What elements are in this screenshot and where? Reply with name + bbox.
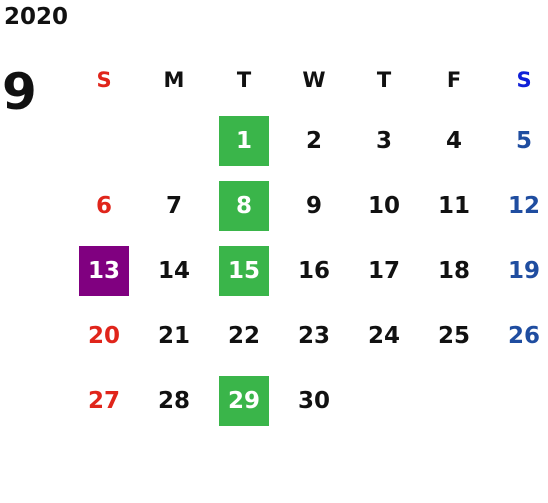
day-cell: 28 [139, 368, 209, 433]
empty-day-cell [139, 108, 209, 173]
day-cell: 6 [69, 173, 139, 238]
day-number: 13 [79, 245, 129, 296]
day-number: 30 [297, 387, 330, 414]
day-cell: 15 [209, 238, 279, 303]
day-cell: 10 [349, 173, 419, 238]
weekday-header: F [446, 68, 462, 92]
day-cell: 30 [279, 368, 349, 433]
day-cell: 27 [69, 368, 139, 433]
day-number: 27 [87, 387, 120, 414]
day-cell: 22 [209, 303, 279, 368]
weekday-header: M [163, 68, 185, 92]
day-number: 5 [515, 127, 532, 154]
weekday-header: S [96, 68, 112, 92]
day-cell: 11 [419, 173, 489, 238]
day-number: 4 [445, 127, 462, 154]
day-number: 22 [227, 322, 260, 349]
day-cell: 17 [349, 238, 419, 303]
day-number: 2 [305, 127, 322, 154]
day-cell: 26 [489, 303, 548, 368]
day-number: 14 [157, 257, 190, 284]
day-number: 6 [95, 192, 112, 219]
day-cell: 12 [489, 173, 548, 238]
day-cell: 13 [69, 238, 139, 303]
day-cell: 9 [279, 173, 349, 238]
day-number: 12 [507, 192, 540, 219]
day-number: 21 [157, 322, 190, 349]
day-number: 19 [507, 257, 540, 284]
day-cell: 2 [279, 108, 349, 173]
day-cell: 18 [419, 238, 489, 303]
day-number: 11 [437, 192, 470, 219]
day-number: 20 [87, 322, 120, 349]
weekday-header: T [376, 68, 392, 92]
day-number: 1 [219, 115, 269, 166]
empty-day-cell [419, 368, 489, 433]
day-cell: 5 [489, 108, 548, 173]
day-cell: 14 [139, 238, 209, 303]
day-number: 7 [165, 192, 182, 219]
day-cell: 1 [209, 108, 279, 173]
day-cell: 24 [349, 303, 419, 368]
day-number: 26 [507, 322, 540, 349]
day-cell: 23 [279, 303, 349, 368]
day-number: 25 [437, 322, 470, 349]
day-number: 24 [367, 322, 400, 349]
day-cell: 29 [209, 368, 279, 433]
day-number: 18 [437, 257, 470, 284]
day-number: 29 [219, 375, 269, 426]
empty-day-cell [69, 108, 139, 173]
day-cell: 7 [139, 173, 209, 238]
empty-day-cell [489, 368, 548, 433]
day-number: 8 [219, 180, 269, 231]
day-number: 16 [297, 257, 330, 284]
day-cell: 19 [489, 238, 548, 303]
day-number: 3 [375, 127, 392, 154]
day-number: 23 [297, 322, 330, 349]
calendar-month: 9 [2, 63, 37, 121]
calendar-year: 2020 [4, 4, 69, 30]
weekday-header: S [516, 68, 532, 92]
day-number: 28 [157, 387, 190, 414]
day-cell: 8 [209, 173, 279, 238]
day-cell: 25 [419, 303, 489, 368]
empty-day-cell [349, 368, 419, 433]
day-number: 17 [367, 257, 400, 284]
day-cell: 21 [139, 303, 209, 368]
day-cell: 3 [349, 108, 419, 173]
day-number: 9 [305, 192, 322, 219]
day-number: 15 [219, 245, 269, 296]
weekday-header: W [302, 68, 326, 92]
weekday-header: T [236, 68, 252, 92]
day-cell: 20 [69, 303, 139, 368]
day-cell: 4 [419, 108, 489, 173]
day-number: 10 [367, 192, 400, 219]
day-cell: 16 [279, 238, 349, 303]
